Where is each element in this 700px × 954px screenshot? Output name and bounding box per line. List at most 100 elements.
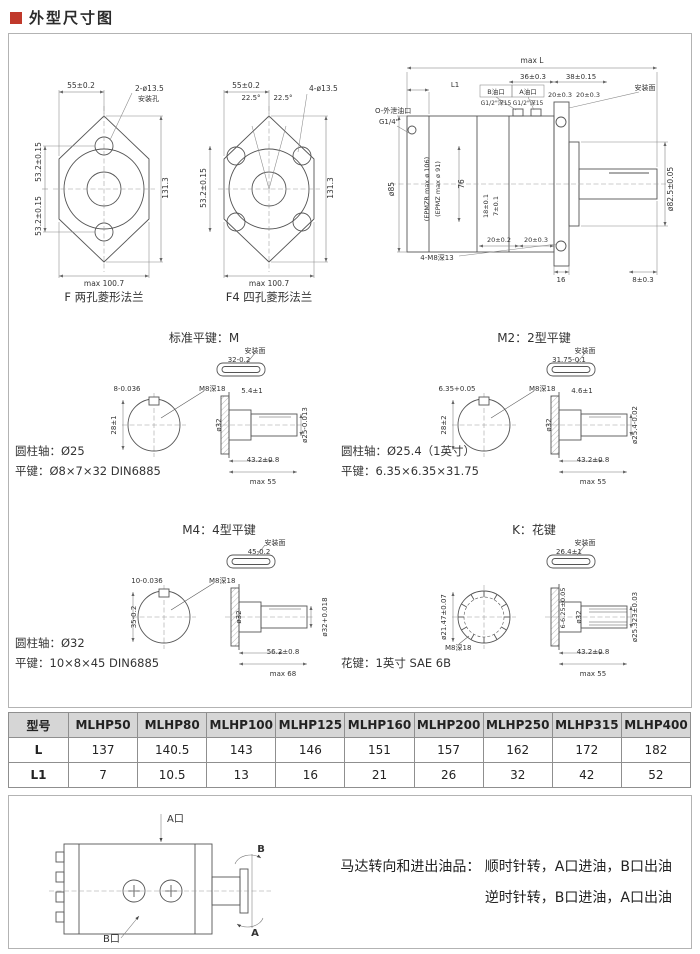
- key-drawing-k: [451, 544, 635, 666]
- label-m2.d28: 28±2: [440, 415, 448, 434]
- page-title: 外型尺寸图: [29, 9, 115, 27]
- page-header: 外型尺寸图: [10, 7, 114, 28]
- label-side.epmzr: (EPMZR max ø 106): [423, 157, 431, 221]
- label-k.d432: 43.2±0.8: [577, 648, 610, 656]
- label-side.d825: ø82.5±0.05: [666, 167, 675, 211]
- rotation-note-line2: 逆时针转，B口进油，A口出油: [484, 890, 672, 906]
- table-cell: 151: [344, 737, 415, 763]
- table-cell: 32: [482, 762, 553, 788]
- label-side.d38: 38±0.15: [566, 73, 596, 81]
- label-m4.d32: ø32: [235, 610, 243, 623]
- table-cell: 140.5: [137, 737, 208, 763]
- label-m2.depth: 4.6±1: [571, 387, 592, 395]
- label-k.d32: ø32: [575, 610, 583, 623]
- label-m.m8: M8深18: [199, 384, 225, 393]
- label-side.d20a: 20±0.3: [548, 91, 572, 99]
- label-m.d32: ø32: [215, 418, 223, 431]
- label-f.caption: F 两孔菱形法兰: [64, 290, 143, 304]
- label-side.drain1: O-外泄油口: [375, 106, 411, 115]
- label-side.d20c: 20±0.2: [487, 236, 511, 244]
- label-f.d131: 131.3: [161, 177, 170, 199]
- label-f4.d131: 131.3: [326, 177, 335, 199]
- col-header-MLHP160: MLHP160: [344, 712, 415, 738]
- label-side.epmz: (EPMZ max ø 91): [434, 161, 442, 217]
- label-k.d2147: ø21.47±0.07: [440, 594, 448, 640]
- label-f4.holes: 4-ø13.5: [309, 84, 338, 93]
- label-side.g12a: G1/2"深15: [481, 99, 512, 107]
- label-side.maxl: max L: [521, 56, 545, 65]
- table-cell: 26: [413, 762, 484, 788]
- label-m2.m8: M8深18: [529, 384, 555, 393]
- label-f4.caption: F4 四孔菱形法兰: [226, 290, 313, 304]
- label-m2.axis_label: 圆柱轴：Ø25.4（1英寸）: [341, 444, 475, 458]
- label-m.d28: 28±1: [110, 415, 118, 434]
- label-m4.axis_label: 圆柱轴：Ø32: [15, 636, 85, 650]
- row-header-L1: L1: [8, 762, 69, 788]
- label-m.key_label: 平键：Ø8×7×32 DIN6885: [15, 464, 161, 478]
- label-f4.a2: 22.5°: [273, 94, 292, 102]
- label-f4.dmax: max 100.7: [249, 279, 289, 288]
- label-m4.slot: 45-0.2: [248, 548, 271, 556]
- col-header-model: 型号: [8, 712, 69, 738]
- label-side.bport: B油口: [487, 87, 504, 96]
- label-arrow_b: B: [257, 844, 265, 855]
- label-side.d7: 7±0.1: [492, 196, 500, 216]
- label-m2.d25: ø25.4-0.02: [631, 406, 639, 444]
- label-m4.mount: 安装面: [265, 538, 286, 547]
- dimension-drawings-svg: 55±0.22-ø13.5安装孔53.2±0.1553.2±0.15131.3m…: [15, 56, 675, 678]
- label-f4.d53: 53.2±0.15: [199, 168, 208, 208]
- table-cell: 52: [620, 762, 692, 788]
- key-shaft-drawings: [121, 352, 635, 666]
- flange-f-dimension-lines: [42, 90, 163, 278]
- label-m4.d32b: ø32+0.018: [321, 597, 329, 636]
- label-m2.title: M2：2型平键: [497, 331, 571, 345]
- table-cell: 172: [551, 737, 622, 763]
- col-header-MLHP200: MLHP200: [413, 712, 484, 738]
- label-f4.a1: 22.5°: [241, 94, 260, 102]
- flange-f4-drawing: [208, 90, 328, 278]
- key-drawing-m2: [451, 352, 635, 474]
- label-side.d18: 18±0.1: [482, 194, 490, 218]
- label-m4.key_label: 平键：10×8×45 DIN6885: [15, 656, 159, 670]
- title-bullet-icon: [10, 11, 22, 24]
- label-m2.slot: 31.75-0.1: [552, 356, 586, 364]
- label-side.g12b: G1/2"深15: [513, 99, 544, 107]
- table-cell: 157: [413, 737, 484, 763]
- table-cell: 42: [551, 762, 622, 788]
- label-k.mount: 安装面: [575, 538, 596, 547]
- label-m4.title: M4：4型平键: [182, 523, 256, 537]
- col-header-MLHP125: MLHP125: [275, 712, 346, 738]
- label-side.m8: 4-M8深13: [420, 253, 453, 262]
- col-header-MLHP315: MLHP315: [551, 712, 622, 738]
- flange-f4-dimension-lines: [208, 90, 328, 278]
- table-cell: 137: [67, 737, 139, 763]
- label-f4.d55: 55±0.2: [232, 81, 260, 90]
- label-side.d8: 8±0.3: [632, 276, 653, 284]
- label-k.spline_label: 花键：1英寸 SAE 6B: [341, 656, 451, 670]
- side-view-dimension-lines: [396, 66, 668, 275]
- rotation-arrows: [120, 814, 264, 939]
- rotation-note: 马达转向和进出油品： 顺时针转，A口进油，B口出油 逆时针转，B口进油，A口出油: [272, 852, 672, 914]
- label-m.max: max 55: [250, 478, 276, 486]
- label-side.d20d: 20±0.3: [524, 236, 548, 244]
- label-k.d25323: ø25.323±0.03: [631, 592, 639, 642]
- label-side.d36: 36±0.3: [520, 73, 546, 81]
- col-header-MLHP80: MLHP80: [137, 712, 208, 738]
- col-header-MLHP250: MLHP250: [482, 712, 553, 738]
- label-k.d6: 6-6.25±0.05: [559, 588, 567, 629]
- label-m2.key_w: 6.35+0.05: [438, 385, 475, 393]
- label-port_a: A口: [167, 814, 184, 825]
- label-arrow_a: A: [251, 928, 259, 939]
- label-m4.m8: M8深18: [209, 576, 235, 585]
- label-m4.d562: 56.2±0.8: [267, 648, 300, 656]
- label-side.mount: 安装面: [635, 83, 656, 92]
